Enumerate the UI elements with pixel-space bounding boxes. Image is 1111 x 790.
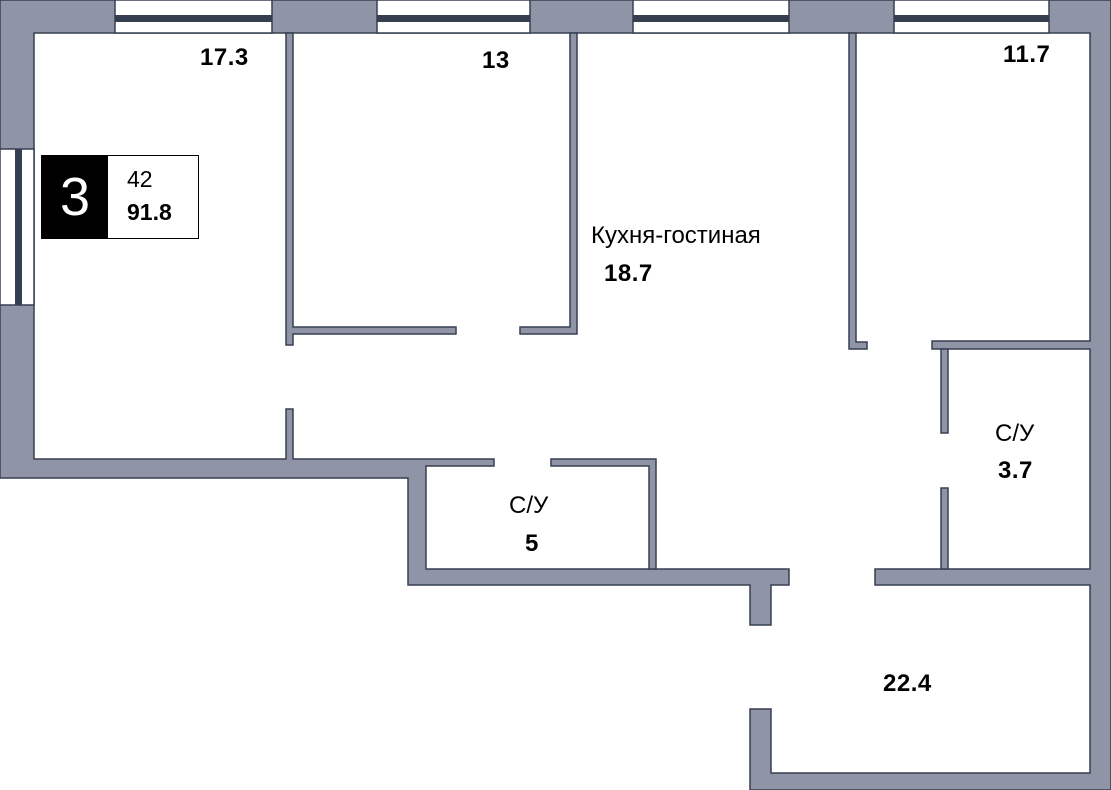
interior-wall xyxy=(519,32,578,335)
window-glass xyxy=(15,149,22,305)
window-glass xyxy=(633,15,789,22)
room-name-kitchen-living: Кухня-гостиная xyxy=(591,222,761,249)
room-name-bathroom-large: С/У xyxy=(509,492,549,519)
window-glass xyxy=(115,15,272,22)
room-area-bathroom-large: 5 xyxy=(525,530,539,557)
interior-wall xyxy=(940,348,949,434)
room-area-bedroom-2: 13 xyxy=(482,47,510,74)
room-area-bathroom-small: 3.7 xyxy=(998,457,1033,484)
room-area-kitchen-living: 18.7 xyxy=(604,260,653,287)
room-area-bedroom-3: 11.7 xyxy=(1003,41,1051,68)
room-area-bedroom-1: 17.3 xyxy=(200,44,249,71)
room-area-hall: 22.4 xyxy=(883,670,932,697)
room-count: 3 xyxy=(42,156,108,238)
interior-wall xyxy=(940,487,949,570)
total-area: 91.8 xyxy=(127,199,172,225)
room-name-bathroom-small: С/У xyxy=(995,420,1035,447)
apartment-info-badge: 3 42 91.8 xyxy=(41,155,199,239)
window-glass xyxy=(377,15,530,22)
interior-wall xyxy=(285,32,457,346)
window-glass xyxy=(894,15,1049,22)
floor-number: 42 xyxy=(127,166,153,192)
interior-wall xyxy=(848,32,868,350)
interior-wall xyxy=(550,458,657,570)
